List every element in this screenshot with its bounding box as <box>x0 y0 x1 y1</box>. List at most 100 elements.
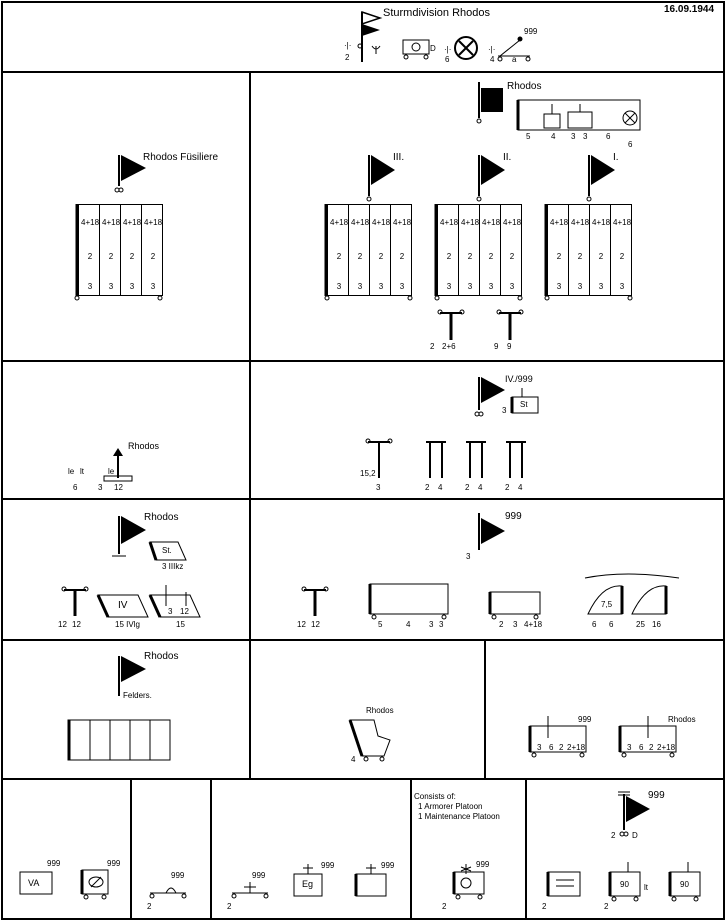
fusiliers-company-sub-a: 2 <box>87 252 93 261</box>
engineers-left-label: Rhodos <box>144 512 179 523</box>
signals-unit-2-num-2: 2 <box>649 743 654 752</box>
hq-num-2: 3 <box>571 132 576 141</box>
battalion-ii-company-sub-b: 3 <box>446 282 452 291</box>
engr-num-8: 3 <box>513 620 518 629</box>
battalion-flags <box>366 155 615 202</box>
smith-number: 2 <box>147 902 152 911</box>
fusiliers-company-company-value: 4+18 <box>102 218 121 227</box>
supply-num-2: 2 <box>542 902 547 911</box>
fusiliers-company-sub-b: 3 <box>150 282 156 291</box>
svg-text:le: le <box>108 467 115 476</box>
signals-unit-2-num-1: 6 <box>639 743 644 752</box>
header-num-a: a <box>512 55 517 64</box>
battalion-i-company-sub-a: 2 <box>619 252 625 261</box>
battalion-label-iii: III. <box>393 152 405 163</box>
battalion-ii-company-sub-b: 3 <box>488 282 494 291</box>
header-num-6: 6 <box>445 55 450 64</box>
battalion-ii-company-company-value: 4+18 <box>482 218 501 227</box>
engl-num-0: 12 <box>58 620 67 629</box>
battalion-i-company-sub-b: 3 <box>619 282 625 291</box>
battalion-label-ii: II. <box>503 152 512 163</box>
maintenance-note-title: Consists of: <box>414 792 456 801</box>
maintenance-note-line-0: 1 Armorer Platoon <box>418 802 483 811</box>
fusiliers-company-sub-b: 3 <box>129 282 135 291</box>
eg-label: Eg <box>302 879 314 889</box>
battalion-ii-company-company-value: 4+18 <box>440 218 459 227</box>
engr-num-11: 6 <box>592 620 597 629</box>
support-num-2: 9 <box>494 342 499 351</box>
supply-num-0: 2 <box>611 831 616 840</box>
battalion-ii-company-sub-a: 2 <box>467 252 473 261</box>
va-label: VA <box>28 878 40 888</box>
artr-num-1: 15,2 <box>360 469 376 478</box>
fusiliers-company-sub-a: 2 <box>108 252 114 261</box>
header-num-999: 999 <box>524 27 538 36</box>
battalion-i-company-sub-a: 2 <box>577 252 583 261</box>
artr-num-2: 3 <box>376 483 381 492</box>
battalion-iii-company-sub-a: 2 <box>357 252 363 261</box>
signals-unit-1-num-1: 6 <box>549 743 554 752</box>
maintenance-number: 2 <box>442 902 447 911</box>
division-title: Sturmdivision Rhodos <box>383 7 490 19</box>
field-replacement-sub: Felders. <box>123 691 152 700</box>
battalion-ii-company-sub-a: 2 <box>488 252 494 261</box>
artr-num-0: 3 <box>502 406 507 415</box>
battalion-ii-company-sub-a: 2 <box>509 252 515 261</box>
battalion-i-company-sub-b: 3 <box>556 282 562 291</box>
battalion-i-company-company-value: 4+18 <box>571 218 590 227</box>
battalion-ii-company-sub-b: 3 <box>509 282 515 291</box>
support-num-3: 9 <box>507 342 512 351</box>
va-code: 999 <box>47 859 61 868</box>
battalion-iii-company-sub-b: 3 <box>357 282 363 291</box>
engr-num-3: 5 <box>378 620 383 629</box>
hq-num-0: 5 <box>526 132 531 141</box>
battalion-iii-company-sub-b: 3 <box>378 282 384 291</box>
signals-unit-1-label: 999 <box>578 715 592 724</box>
signals-unit-1-num-3: 2+18 <box>567 743 586 752</box>
vet-code: 999 <box>107 859 121 868</box>
battalion-iii-company-company-value: 4+18 <box>372 218 391 227</box>
battalion-i-company-sub-a: 2 <box>598 252 604 261</box>
engr-num-12: 6 <box>609 620 614 629</box>
artl-num-0: 6 <box>73 483 78 492</box>
artr-num-7: 2 <box>505 483 510 492</box>
rhodos-hq-label: Rhodos <box>507 81 542 92</box>
battalion-iii-company-sub-b: 3 <box>336 282 342 291</box>
battalion-i-company-sub-a: 2 <box>556 252 562 261</box>
battalion-iii-company-sub-a: 2 <box>336 252 342 261</box>
engineers-st-label: St. <box>162 546 172 555</box>
artr-num-3: 2 <box>425 483 430 492</box>
engr-num-2: 12 <box>311 620 320 629</box>
svg-text:lt: lt <box>80 467 85 476</box>
battalion-iii-company-company-value: 4+18 <box>351 218 370 227</box>
artillery-left-label: Rhodos <box>128 441 160 451</box>
battalion-iii-company-sub-a: 2 <box>399 252 405 261</box>
support-num-1: 2+6 <box>442 342 456 351</box>
supply-box-label: 90 <box>620 880 629 889</box>
header-num-4: 4 <box>490 55 495 64</box>
battalion-i-company-company-value: 4+18 <box>613 218 632 227</box>
hq-num-1: 4 <box>551 132 556 141</box>
signals-unit-1-num-2: 2 <box>559 743 564 752</box>
artr-num-5: 2 <box>465 483 470 492</box>
svg-text:·|·: ·|· <box>488 45 495 54</box>
engr-num-1: 12 <box>297 620 306 629</box>
engr-num-10: 7,5 <box>601 600 613 609</box>
battalion-iii-company-sub-a: 2 <box>378 252 384 261</box>
artr-num-6: 4 <box>478 483 483 492</box>
battalion-ii-company-sub-b: 3 <box>467 282 473 291</box>
fusiliers-company-company-value: 4+18 <box>144 218 163 227</box>
engr-num-4: 4 <box>406 620 411 629</box>
fusiliers-company-sub-b: 3 <box>87 282 93 291</box>
fusiliers-company-sub-a: 2 <box>150 252 156 261</box>
engr-num-7: 2 <box>499 620 504 629</box>
